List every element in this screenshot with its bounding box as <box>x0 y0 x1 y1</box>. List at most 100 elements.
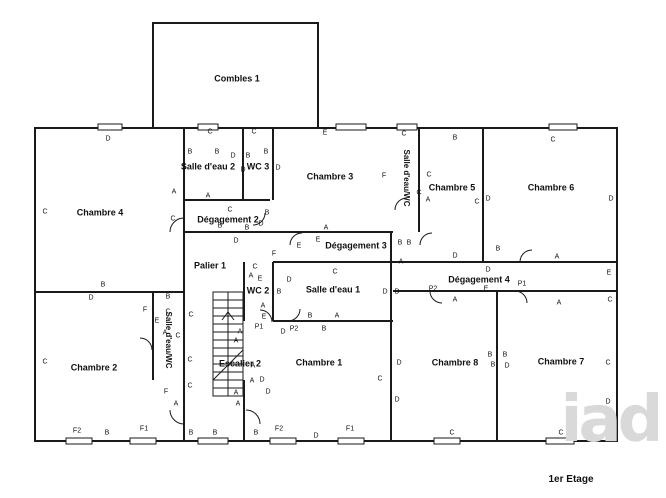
wall-marker: A <box>556 299 562 307</box>
wall-marker: B <box>100 281 106 289</box>
wall-marker: C <box>188 311 194 319</box>
wall-marker: C <box>42 358 48 366</box>
room-label-chambre-6: Chambre 6 <box>527 182 575 193</box>
wall-marker: A <box>249 377 255 385</box>
wall-marker: C <box>401 130 407 138</box>
wall-marker: D <box>286 276 292 284</box>
room-label-salle-deau-1: Salle d'eau 1 <box>305 284 361 295</box>
wall-marker: C <box>165 308 171 316</box>
wall-marker: D <box>396 359 402 367</box>
wall-marker: B <box>502 351 508 359</box>
wall-marker: A <box>452 296 458 304</box>
wall-marker: B <box>253 429 259 437</box>
watermark-logo: iad <box>560 383 664 457</box>
wall-marker: C <box>227 206 233 214</box>
wall-marker: C <box>449 429 455 437</box>
wall-marker: C <box>187 382 193 390</box>
wall-marker: A <box>237 328 243 336</box>
wall-marker: D <box>382 288 388 296</box>
wall-marker: E <box>296 242 302 250</box>
wall-marker: C <box>558 429 564 437</box>
floor-label: 1er Etage <box>548 474 594 485</box>
wall-marker: A <box>248 272 254 280</box>
wall-marker: C <box>426 171 432 179</box>
wall-marker: C <box>42 208 48 216</box>
wall-marker: A <box>260 302 266 310</box>
wall-marker: C <box>550 136 556 144</box>
wall-marker: A <box>235 400 241 408</box>
wall-marker: C <box>474 198 480 206</box>
wall-marker: A <box>250 362 256 370</box>
doors <box>139 197 533 425</box>
room-label-degagement-4: Dégagement 4 <box>448 274 510 285</box>
wall-marker: D <box>394 396 400 404</box>
wall-marker: F2 <box>274 425 284 433</box>
room-label-salle-deau-wc: Salle d'eau/WC <box>402 149 411 207</box>
wall-marker: C <box>607 296 613 304</box>
room-label-chambre-3: Chambre 3 <box>306 171 354 182</box>
floor-plan-walls <box>34 22 618 442</box>
wall-marker: C <box>416 189 422 197</box>
wall-marker: F2 <box>72 427 82 435</box>
wall-marker: A <box>398 258 404 266</box>
wall-marker: C <box>175 332 181 340</box>
wall-marker: P2 <box>289 325 299 333</box>
wall-marker: A <box>425 196 431 204</box>
room-label-chambre-2: Chambre 2 <box>70 362 118 373</box>
windows <box>65 123 578 445</box>
wall-marker: D <box>105 135 111 143</box>
wall-marker: B <box>245 152 251 160</box>
wall-marker: C <box>207 128 213 136</box>
wall-marker: B <box>187 148 193 156</box>
wall-marker: B <box>104 429 110 437</box>
wall-marker: B <box>452 134 458 142</box>
wall-marker: D <box>233 237 239 245</box>
wall-marker: D <box>504 362 510 370</box>
room-label-chambre-5: Chambre 5 <box>428 182 476 193</box>
wall-marker: A <box>162 329 168 337</box>
wall-marker: E <box>154 317 160 325</box>
wall-marker: D <box>240 166 246 174</box>
wall-marker: B <box>214 148 220 156</box>
room-label-escalier-2: Escalier 2 <box>218 358 262 369</box>
room-label-degagement-2: Dégagement 2 <box>197 214 259 225</box>
wall-marker: D <box>88 294 94 302</box>
wall-marker: F <box>271 250 277 258</box>
wall-marker: P1 <box>517 280 527 288</box>
wall-marker: D <box>313 432 319 440</box>
staircase <box>212 291 244 397</box>
wall-marker: B <box>406 239 412 247</box>
wall-marker: C <box>170 215 176 223</box>
wall-marker: B <box>397 239 403 247</box>
wall-marker: E <box>257 275 263 283</box>
wall-marker: A <box>233 337 239 345</box>
wall-marker: A <box>554 253 560 261</box>
wall-marker: B <box>188 429 194 437</box>
wall-marker: F1 <box>139 425 149 433</box>
wall-marker: D <box>258 220 264 228</box>
wall-marker: D <box>280 328 286 336</box>
wall-marker: C <box>332 268 338 276</box>
wall-marker: A <box>334 312 340 320</box>
wall-marker: E <box>261 313 267 321</box>
wall-marker: D <box>452 252 458 260</box>
wall-marker: P1 <box>254 323 264 331</box>
room-label-combles-1: Combles 1 <box>214 73 260 84</box>
wall-marker: A <box>171 188 177 196</box>
wall-marker: C <box>251 128 257 136</box>
wall-marker: D <box>485 195 491 203</box>
wall-marker: F <box>142 306 148 314</box>
wall-marker: C <box>605 359 611 367</box>
wall-marker: A <box>205 192 211 200</box>
room-label-chambre-4: Chambre 4 <box>76 207 124 218</box>
wall-marker: A <box>323 224 329 232</box>
wall-marker: A <box>233 389 239 397</box>
room-label-palier-1: Palier 1 <box>193 260 227 271</box>
wall-marker: C <box>252 263 258 271</box>
wall-marker: B <box>276 288 282 296</box>
wall-marker: B <box>307 312 313 320</box>
room-label-salle-deau-wc-2: Salle d'eau/WC <box>164 311 173 369</box>
wall-marker: A <box>173 400 179 408</box>
wall-marker: C <box>377 375 383 383</box>
